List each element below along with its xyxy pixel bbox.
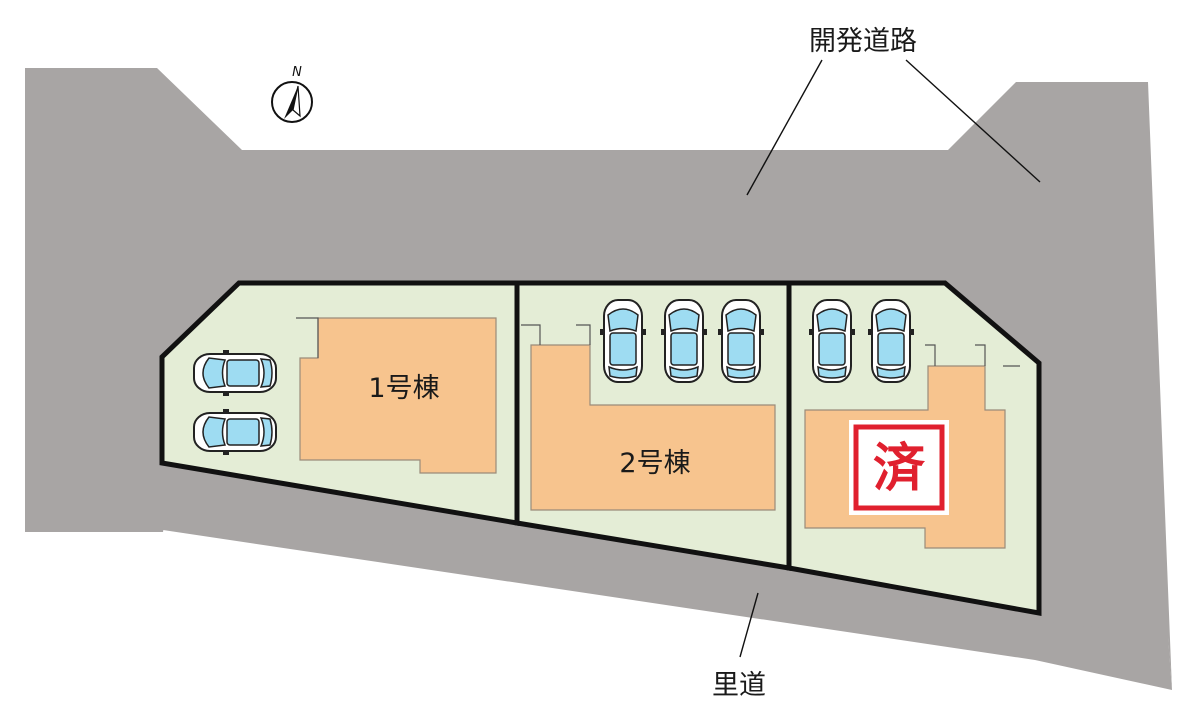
north-arrow-icon: N [271,65,313,123]
lot-2-label: 2号棟 [619,448,690,479]
car-icon [194,409,276,455]
car-icon [660,299,708,383]
car-icon [867,299,915,383]
car-icon [194,350,276,396]
setback-lines [296,317,1020,367]
development-road-label: 開発道路 [809,26,917,57]
development-road-callout: 開発道路 [746,26,1041,196]
lot-1-label: 1号棟 [368,373,439,404]
village-road-label: 里道 [712,670,766,701]
village-road-callout: 里道 [712,592,766,701]
car-icon [599,299,647,383]
north-label: N [292,65,302,80]
car-icon [808,299,856,383]
building-1 [299,317,497,474]
village-road [163,518,1172,690]
parking-lot-2 [599,299,765,383]
sold-badge: 済 [849,420,949,515]
car-icon [717,299,765,383]
sold-badge-text: 済 [873,439,926,499]
